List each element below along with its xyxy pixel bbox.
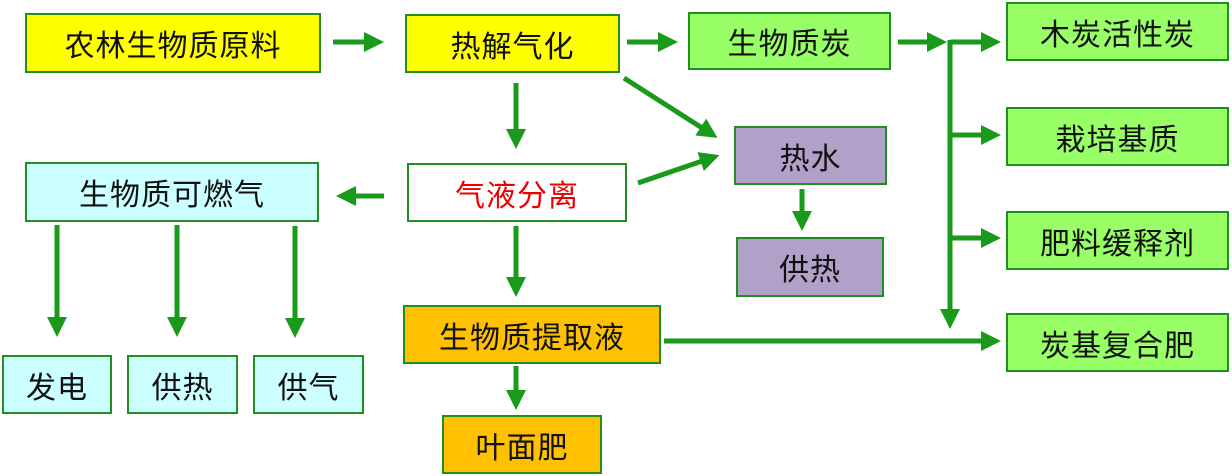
- node-raw-material: 农林生物质原料: [25, 13, 321, 73]
- arrow-separation-to-hot-water: [637, 152, 720, 186]
- node-label: 炭基复合肥: [1040, 328, 1195, 364]
- node-activated-carbon: 木炭活性炭: [1006, 2, 1229, 61]
- node-hot-water: 热水: [734, 126, 887, 185]
- node-gas-supply: 供气: [253, 355, 364, 414]
- node-label: 木炭活性炭: [1040, 17, 1195, 53]
- node-extract-liquid: 生物质提取液: [403, 305, 661, 364]
- node-biochar: 生物质炭: [688, 12, 891, 70]
- node-separation: 气液分离: [407, 163, 627, 222]
- node-heat-supply-water: 供热: [736, 237, 884, 297]
- node-label: 生物质炭: [727, 27, 852, 62]
- node-combustible-gas: 生物质可燃气: [25, 162, 319, 222]
- node-label: 叶面肥: [475, 430, 569, 466]
- node-label: 热水: [779, 141, 842, 177]
- node-label: 发电: [26, 370, 88, 406]
- node-label: 供热: [151, 370, 214, 406]
- node-label: 栽培基质: [1055, 122, 1180, 158]
- node-label: 热解气化: [450, 29, 575, 65]
- node-power-generation: 发电: [2, 355, 112, 414]
- node-label: 气液分离: [455, 178, 579, 214]
- node-carbon-fertilizer: 炭基复合肥: [1006, 313, 1229, 372]
- node-label: 供热: [779, 253, 841, 288]
- node-cultivation-substrate: 栽培基质: [1006, 107, 1229, 166]
- node-label: 生物质提取液: [439, 320, 625, 356]
- node-label: 农林生物质原料: [64, 29, 282, 64]
- node-heat-supply-gas: 供热: [127, 355, 238, 414]
- node-slow-release-agent: 肥料缓释剂: [1006, 211, 1229, 270]
- node-label: 供气: [277, 370, 340, 406]
- node-label: 肥料缓释剂: [1040, 226, 1195, 262]
- node-foliar-fertilizer: 叶面肥: [442, 415, 602, 474]
- node-pyrolysis: 热解气化: [405, 14, 620, 73]
- node-label: 生物质可燃气: [79, 178, 265, 213]
- arrow-pyrolysis-to-hot-water: [622, 75, 718, 138]
